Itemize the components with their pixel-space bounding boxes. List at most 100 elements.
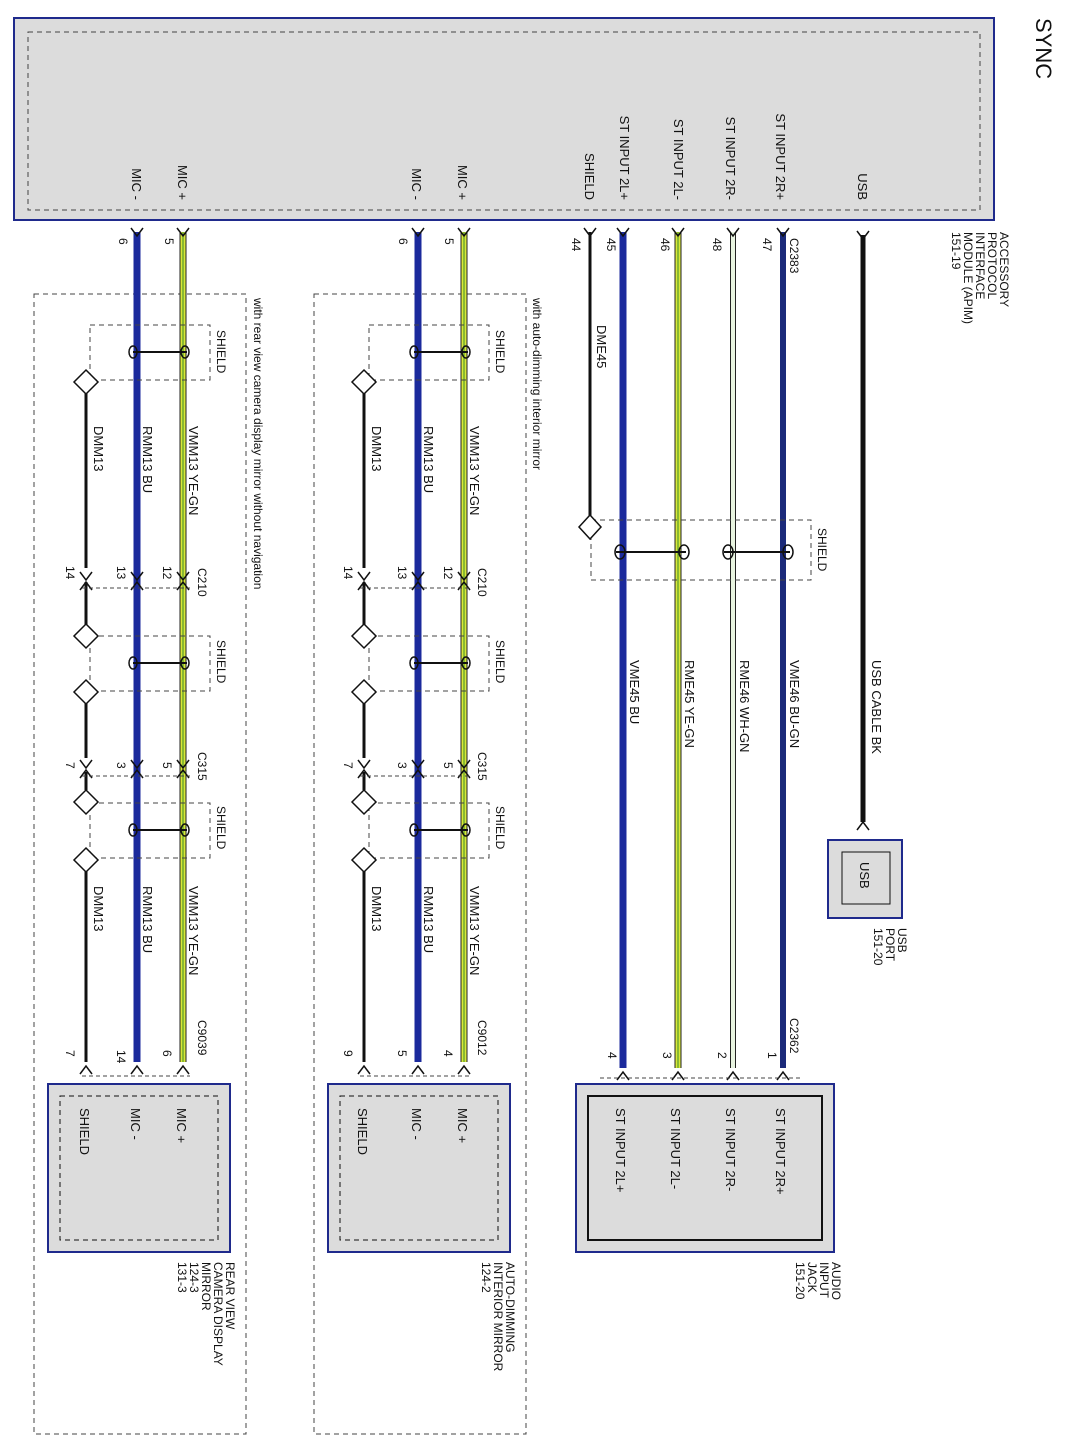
svg-text:14: 14 [114, 1050, 128, 1064]
svg-text:1: 1 [765, 1052, 779, 1059]
mirror-pin-label: MIC - [409, 1108, 424, 1140]
svg-text:DMM13: DMM13 [91, 426, 106, 472]
svg-text:AUTO-DIMMING: AUTO-DIMMING [503, 1262, 517, 1352]
svg-text:MIRROR: MIRROR [199, 1262, 213, 1311]
svg-text:VME45 BU: VME45 BU [627, 660, 642, 724]
svg-text:7: 7 [341, 762, 355, 769]
svg-text:4: 4 [605, 1052, 619, 1059]
apim-module [13, 17, 995, 221]
svg-text:124-2: 124-2 [479, 1262, 493, 1293]
svg-text:AUDIO: AUDIO [829, 1262, 843, 1300]
jack-connector-label: C2362 [787, 1018, 801, 1054]
svg-text:14: 14 [341, 566, 355, 580]
svg-text:5: 5 [160, 762, 174, 769]
apim-pin-label: ST INPUT 2R+ [773, 113, 788, 200]
jack-pin-label: ST INPUT 2L- [668, 1108, 683, 1189]
rear-view-option-group: with rear view camera display mirror wit… [33, 227, 265, 1435]
apim-pin-label: MIC - [409, 168, 424, 200]
svg-text:MODULE (APIM): MODULE (APIM) [961, 232, 975, 324]
svg-text:12: 12 [160, 566, 174, 580]
apim-pin-label: ST INPUT 2R- [723, 117, 738, 200]
shield-label: SHIELD [214, 330, 228, 374]
shield-label: SHIELD [214, 806, 228, 850]
shield-label: SHIELD [493, 806, 507, 850]
apim-pin-label: MIC - [129, 168, 144, 200]
svg-text:RMM13 BU: RMM13 BU [140, 886, 155, 953]
svg-text:44: 44 [569, 238, 583, 252]
apim-pin-label: USB [855, 173, 870, 200]
jack-pin-label: ST INPUT 2L+ [613, 1108, 628, 1192]
svg-text:RME45 YE-GN: RME45 YE-GN [682, 660, 697, 748]
rear-view-mirror-module: MIC + MIC - SHIELD [47, 1083, 231, 1253]
audio-wire-labels: VME46 BU-GN RME46 WH-GN RME45 YE-GN VME4… [594, 325, 802, 752]
usb-port-module: USB [827, 839, 903, 919]
mirror-pin-label: MIC - [128, 1108, 143, 1140]
usb-port-inner-label: USB [857, 862, 872, 889]
svg-text:5: 5 [162, 238, 176, 245]
svg-text:C9039: C9039 [195, 1020, 209, 1056]
shield-label: SHIELD [493, 640, 507, 684]
mirror-pin-label: SHIELD [77, 1108, 92, 1155]
mirror-pin-label: MIC + [174, 1108, 189, 1143]
svg-text:7: 7 [63, 762, 77, 769]
usb-cable-label: USB CABLE BK [869, 660, 884, 754]
audio-shield: SHIELD [577, 513, 829, 581]
rear-view-mirror-label: REAR VIEW CAMERA DISPLAY MIRROR 124-3 13… [175, 1262, 237, 1366]
mirror-pin-label: SHIELD [355, 1108, 370, 1155]
svg-text:13: 13 [114, 566, 128, 580]
apim-pin-label: ST INPUT 2L- [671, 119, 686, 200]
auto-dimming-mirror-label: AUTO-DIMMING INTERIOR MIRROR 124-2 [479, 1262, 517, 1372]
svg-text:3: 3 [660, 1052, 674, 1059]
svg-text:RMM13 BU: RMM13 BU [140, 426, 155, 493]
svg-text:DMM13: DMM13 [369, 426, 384, 472]
svg-text:14: 14 [63, 566, 77, 580]
audio-shield-label: SHIELD [815, 528, 829, 572]
svg-text:13: 13 [395, 566, 409, 580]
svg-text:RME46 WH-GN: RME46 WH-GN [737, 660, 752, 752]
svg-text:CAMERA DISPLAY: CAMERA DISPLAY [211, 1262, 225, 1366]
svg-text:46: 46 [658, 238, 672, 252]
svg-text:3: 3 [114, 762, 128, 769]
apim-pin-label: MIC + [175, 165, 190, 200]
apim-module-label: ACCESSORY PROTOCOL INTERFACE MODULE (API… [949, 232, 1011, 324]
svg-text:151-20: 151-20 [793, 1262, 807, 1300]
svg-text:151-19: 151-19 [949, 232, 963, 270]
apim-pin-label: SHIELD [582, 153, 597, 200]
svg-text:C315: C315 [475, 752, 489, 781]
rear-view-option-label: with rear view camera display mirror wit… [251, 297, 265, 589]
svg-text:VMM13 YE-GN: VMM13 YE-GN [467, 886, 482, 975]
svg-text:2: 2 [715, 1052, 729, 1059]
audio-wires [588, 232, 786, 1068]
svg-text:C210: C210 [195, 568, 209, 597]
svg-text:5: 5 [395, 1050, 409, 1057]
svg-text:VMM13 YE-GN: VMM13 YE-GN [186, 426, 201, 515]
svg-text:3: 3 [395, 762, 409, 769]
svg-text:JACK: JACK [805, 1262, 819, 1293]
svg-text:INTERFACE: INTERFACE [973, 232, 987, 299]
svg-text:VMM13 YE-GN: VMM13 YE-GN [467, 426, 482, 515]
jack-pin-label: ST INPUT 2R- [723, 1108, 738, 1191]
apim-connector-label: C2383 [787, 238, 801, 274]
jack-pin-numbers: 4 3 2 1 [605, 1052, 779, 1059]
svg-text:C210: C210 [475, 568, 489, 597]
svg-text:9: 9 [341, 1050, 355, 1057]
svg-text:5: 5 [441, 762, 455, 769]
auto-dimming-mirror-module: MIC + MIC - SHIELD [327, 1083, 511, 1253]
auto-dimming-option-group: with auto-dimming interior mirror [313, 227, 544, 1435]
svg-text:6: 6 [396, 238, 410, 245]
jack-pin-label: ST INPUT 2R+ [773, 1108, 788, 1195]
svg-text:INPUT: INPUT [817, 1262, 831, 1299]
svg-text:131-3: 131-3 [175, 1262, 189, 1293]
shield-label: SHIELD [214, 640, 228, 684]
mirror-pin-label: MIC + [455, 1108, 470, 1143]
svg-text:DME45: DME45 [594, 325, 609, 368]
svg-text:DMM13: DMM13 [91, 886, 106, 932]
svg-text:DMM13: DMM13 [369, 886, 384, 932]
svg-text:45: 45 [604, 238, 618, 252]
svg-text:PORT: PORT [883, 928, 897, 962]
audio-jack-module [575, 1077, 835, 1253]
apim-pin-labels: MIC - MIC + MIC - MIC + SHIELD ST INPUT … [129, 113, 870, 200]
auto-dimming-option-label: with auto-dimming interior mirror [530, 297, 544, 470]
